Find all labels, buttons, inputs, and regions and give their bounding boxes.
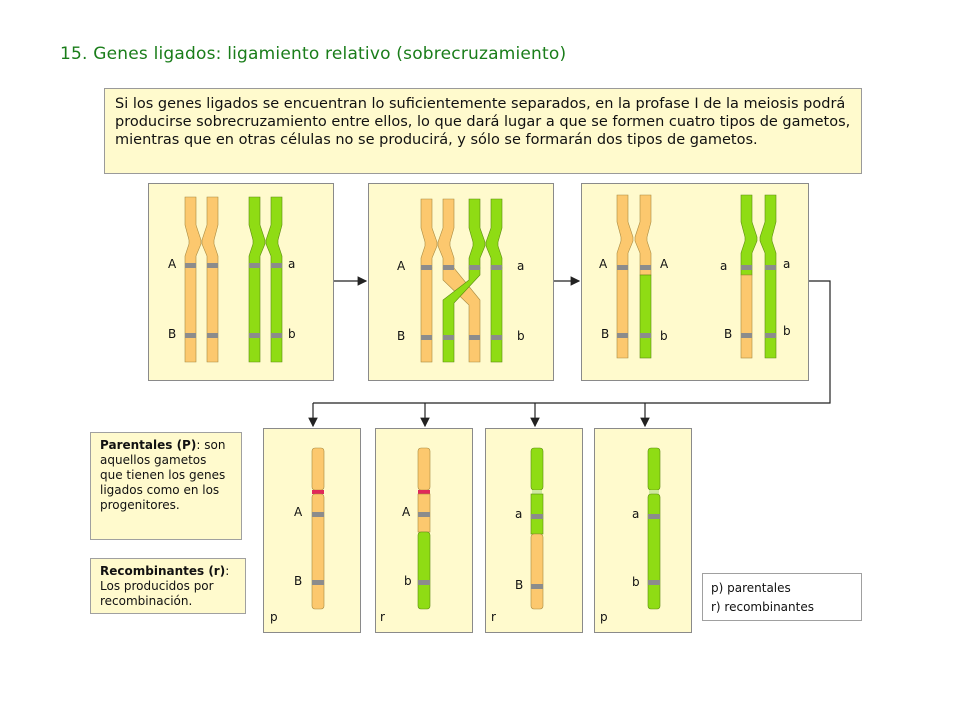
recombinantes-text: Los producidos por recombinación. [100, 579, 214, 608]
label-a-p3-left: a [720, 259, 727, 273]
gamete-2-label-b: b [404, 574, 412, 588]
label-B-p1: B [168, 327, 176, 341]
gamete-4-chromosome [647, 447, 661, 610]
recombinantes-box: Recombinantes (r): Los producidos por re… [90, 558, 246, 614]
label-A-p3-right: A [660, 257, 669, 271]
green-chromosome-1 [248, 196, 283, 363]
parentales-text: son aquellos gametos que tienen los gene… [100, 438, 226, 512]
intro-text-box: Si los genes ligados se encuentran lo su… [104, 88, 862, 174]
gamete-4-type: p [600, 610, 608, 624]
label-B-p3: B [601, 327, 609, 341]
legend-recombinantes: r) recombinantes [711, 600, 814, 614]
label-A-p3-left: A [599, 257, 608, 271]
parentales-colon: : [196, 438, 201, 452]
recombined-orange-chromosome [616, 194, 652, 359]
label-b-p1: b [288, 327, 296, 341]
gamete-2-type: r [380, 610, 385, 624]
orange-chromosome-1 [184, 196, 219, 363]
gamete-4-label-a: a [632, 507, 639, 521]
label-a-p1: a [288, 257, 295, 271]
label-a-p2: a [517, 259, 524, 273]
crossing-chromosomes [420, 198, 503, 363]
gamete-2-chromosome [417, 447, 431, 610]
page-title: 15. Genes ligados: ligamiento relativo (… [60, 44, 567, 64]
gamete-panel-4 [594, 428, 692, 633]
label-A-p2: A [397, 259, 406, 273]
label-a-p3-right: a [783, 257, 790, 271]
panel-homologous-pair [148, 183, 334, 381]
legend-box: p) parentales r) recombinantes [702, 573, 862, 621]
label-B-p3-right: B [724, 327, 732, 341]
recombined-green-chromosome [740, 194, 777, 359]
parentales-box: Parentales (P): son aquellos gametos que… [90, 432, 242, 540]
label-b-p3: b [660, 329, 668, 343]
gamete-1-chromosome [311, 447, 325, 610]
gamete-1-label-A: A [294, 505, 303, 519]
gamete-3-chromosome [530, 447, 544, 610]
recombinantes-heading: Recombinantes (r) [100, 564, 226, 578]
label-B-p2: B [397, 329, 405, 343]
gamete-2-label-A: A [402, 505, 411, 519]
label-A-p1: A [168, 257, 177, 271]
gamete-3-type: r [491, 610, 496, 624]
legend-parentales: p) parentales [711, 581, 791, 595]
arrow-branch-line [313, 280, 831, 404]
gamete-3-label-a: a [515, 507, 522, 521]
parentales-heading: Parentales (P) [100, 438, 197, 452]
gamete-4-label-b: b [632, 575, 640, 589]
label-b-p3-right: b [783, 324, 791, 338]
recombinantes-colon: : [225, 564, 230, 578]
gamete-1-label-B: B [294, 574, 302, 588]
label-b-p2: b [517, 329, 525, 343]
gamete-1-type: p [270, 610, 278, 624]
gamete-3-label-B: B [515, 578, 523, 592]
